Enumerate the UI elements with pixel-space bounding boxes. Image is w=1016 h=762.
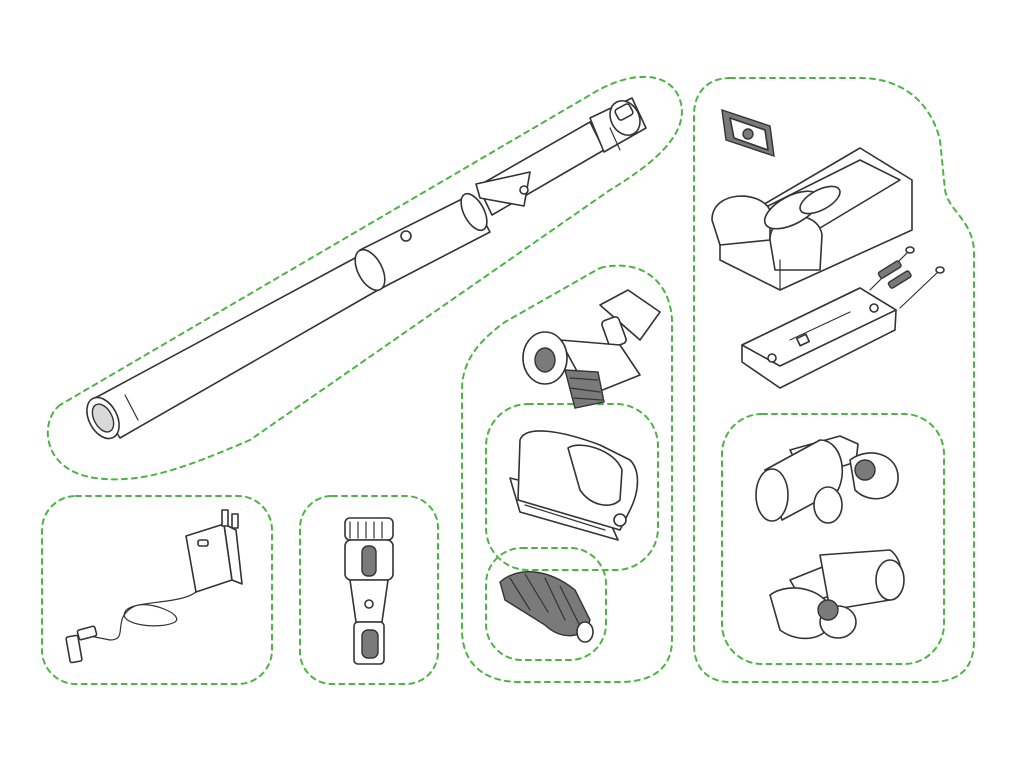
- tool-clips: [755, 435, 905, 640]
- combination-tool: [344, 517, 394, 665]
- brush-bar: [499, 571, 594, 643]
- docking-station: [711, 147, 913, 291]
- soft-roller-head: [509, 430, 639, 541]
- docks-group-outline: [693, 77, 975, 683]
- cleaner-heads-group-outline: [461, 264, 673, 683]
- plug-charger: [65, 509, 243, 664]
- group-outlines: [41, 75, 975, 685]
- brushbar-sub-outline: [485, 547, 607, 661]
- combi-tool-group-outline: [299, 495, 439, 685]
- clip: [721, 108, 775, 158]
- extension-wand: [86, 97, 647, 440]
- wall-plate: [741, 287, 897, 389]
- charger-group-outline: [41, 495, 273, 685]
- softroller-sub-outline: [485, 403, 659, 571]
- tool-clips-sub-outline: [721, 413, 945, 665]
- screws-and-wall-plugs: [869, 246, 945, 309]
- wand-group-outline: [46, 75, 683, 481]
- motorbar-head: [522, 289, 661, 409]
